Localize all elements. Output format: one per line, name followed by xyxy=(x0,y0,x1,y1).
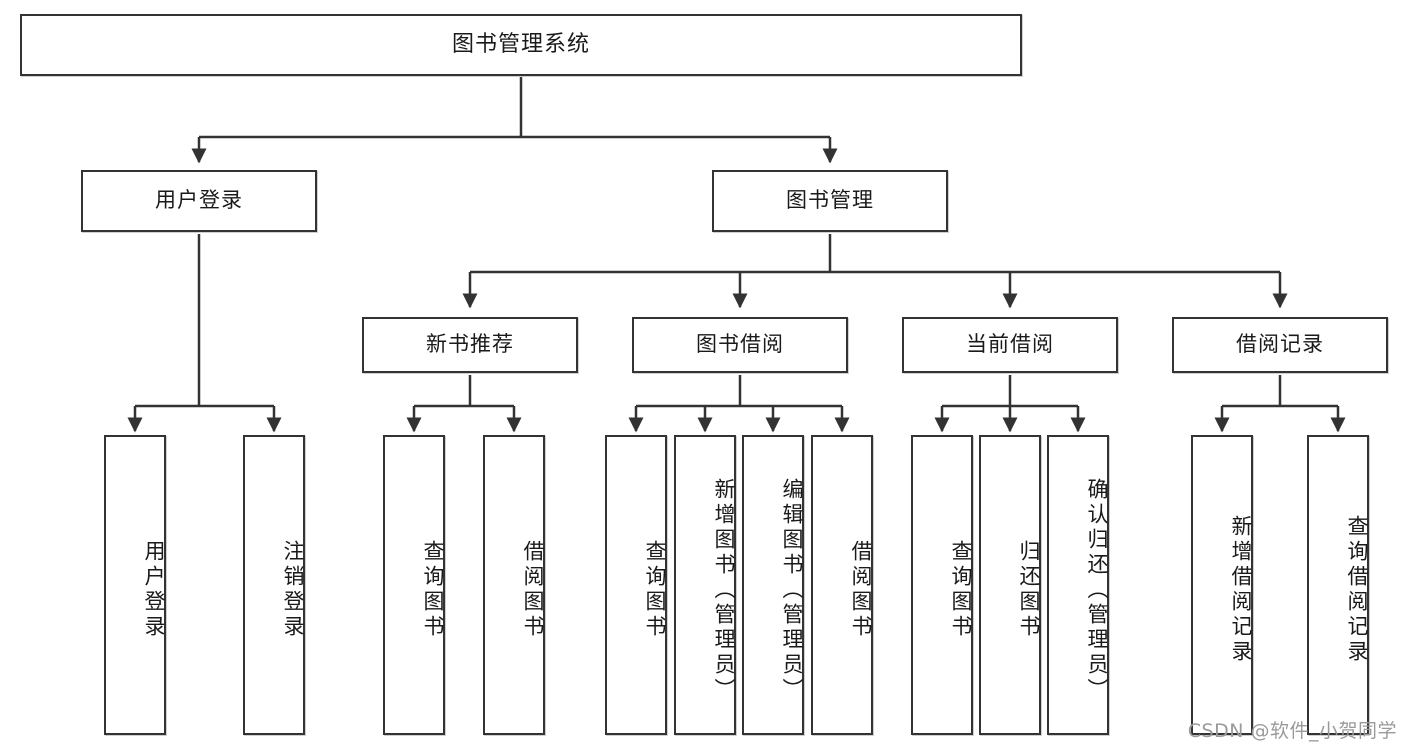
leaf-current-query-book-label: 查询图书 xyxy=(949,540,973,640)
node-borrow-record-label: 借阅记录 xyxy=(1236,332,1324,357)
leaf-current-return-book-label: 归还图书 xyxy=(1017,540,1041,640)
leaf-user-logout-label: 注销登录 xyxy=(281,540,305,640)
leaf-borrow-add-book[interactable]: 新增图书（管理员） xyxy=(674,435,736,735)
node-user-login[interactable]: 用户登录 xyxy=(81,170,317,232)
leaf-borrow-add-book-label: 新增图书（管理员） xyxy=(712,477,736,703)
leaf-user-login-label: 用户登录 xyxy=(142,540,166,640)
node-book-management[interactable]: 图书管理 xyxy=(712,170,948,232)
watermark-text: CSDN @软件_小贺同学 xyxy=(1187,720,1397,742)
node-current-borrow[interactable]: 当前借阅 xyxy=(902,317,1118,373)
leaf-user-login[interactable]: 用户登录 xyxy=(104,435,166,735)
node-book-borrow[interactable]: 图书借阅 xyxy=(632,317,848,373)
leaf-newbook-query-book[interactable]: 查询图书 xyxy=(383,435,445,735)
leaf-current-query-book[interactable]: 查询图书 xyxy=(911,435,973,735)
leaf-record-query-record[interactable]: 查询借阅记录 xyxy=(1307,435,1369,735)
leaf-borrow-query-book[interactable]: 查询图书 xyxy=(605,435,667,735)
leaf-record-add-record[interactable]: 新增借阅记录 xyxy=(1191,435,1253,735)
node-book-borrow-label: 图书借阅 xyxy=(696,332,784,357)
leaf-borrow-edit-book-label: 编辑图书（管理员） xyxy=(780,477,804,703)
leaf-newbook-query-book-label: 查询图书 xyxy=(421,540,445,640)
leaf-user-logout[interactable]: 注销登录 xyxy=(243,435,305,735)
node-current-borrow-label: 当前借阅 xyxy=(966,332,1054,357)
node-book-management-label: 图书管理 xyxy=(786,188,874,213)
leaf-record-add-record-label: 新增借阅记录 xyxy=(1229,515,1253,665)
leaf-borrow-query-book-label: 查询图书 xyxy=(643,540,667,640)
leaf-newbook-borrow-book[interactable]: 借阅图书 xyxy=(483,435,545,735)
leaf-current-confirm-return-label: 确认归还（管理员） xyxy=(1085,477,1109,703)
leaf-borrow-edit-book[interactable]: 编辑图书（管理员） xyxy=(742,435,804,735)
leaf-borrow-borrow-book-label: 借阅图书 xyxy=(849,540,873,640)
leaf-borrow-borrow-book[interactable]: 借阅图书 xyxy=(811,435,873,735)
node-borrow-record[interactable]: 借阅记录 xyxy=(1172,317,1388,373)
node-new-book-recommend-label: 新书推荐 xyxy=(426,332,514,357)
node-user-login-label: 用户登录 xyxy=(155,188,243,213)
node-root-label: 图书管理系统 xyxy=(451,31,590,57)
leaf-newbook-borrow-book-label: 借阅图书 xyxy=(521,540,545,640)
node-root[interactable]: 图书管理系统 xyxy=(20,14,1022,76)
leaf-record-query-record-label: 查询借阅记录 xyxy=(1345,515,1369,665)
leaf-current-return-book[interactable]: 归还图书 xyxy=(979,435,1041,735)
node-new-book-recommend[interactable]: 新书推荐 xyxy=(362,317,578,373)
leaf-current-confirm-return[interactable]: 确认归还（管理员） xyxy=(1047,435,1109,735)
